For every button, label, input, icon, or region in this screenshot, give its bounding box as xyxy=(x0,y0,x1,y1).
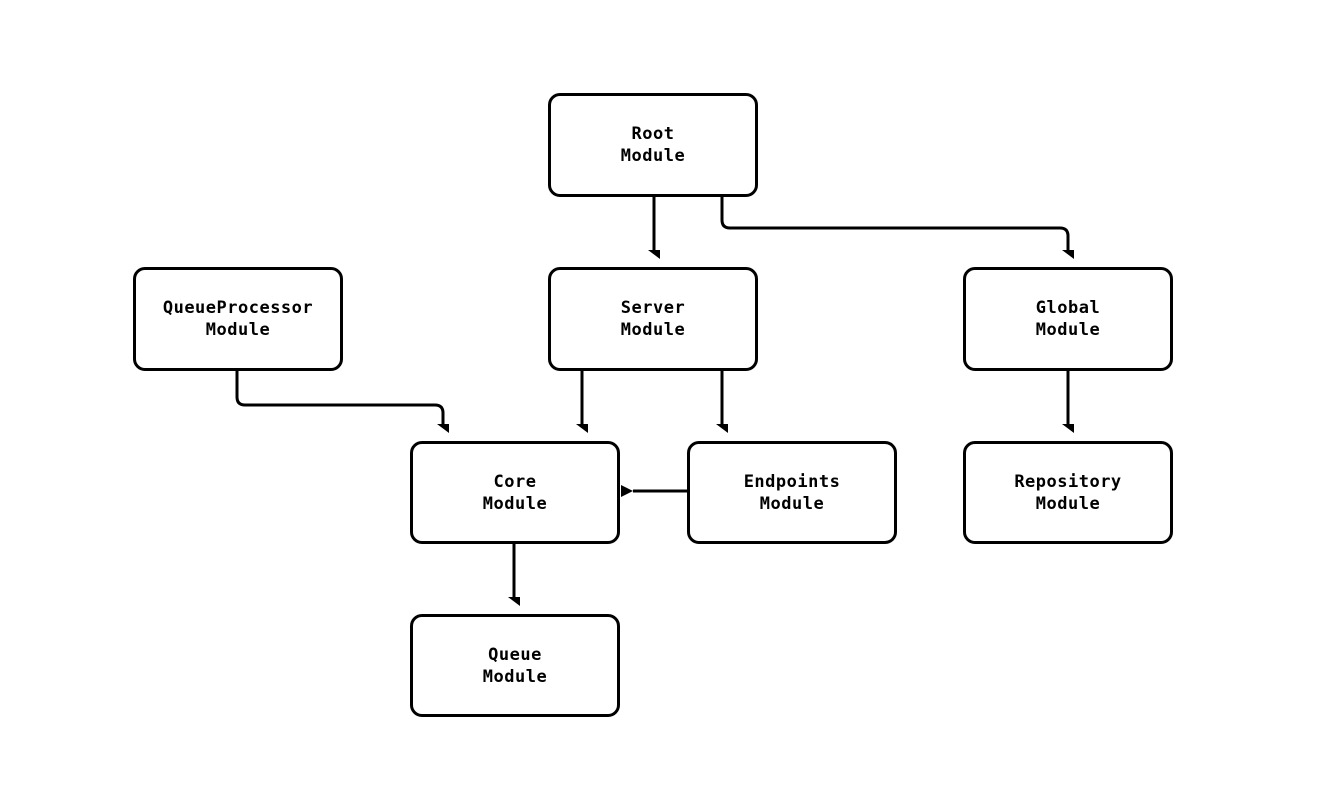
node-global-module-line2: Module xyxy=(1035,320,1101,340)
node-queueprocessor-module[interactable]: QueueProcessor Module xyxy=(133,267,343,371)
node-global-module-line1: Global xyxy=(1035,298,1101,318)
node-queueprocessor-module-line2: Module xyxy=(205,320,271,340)
node-server-module-line2: Module xyxy=(620,320,686,340)
node-root-module-line2: Module xyxy=(620,146,686,166)
node-server-module-line1: Server xyxy=(620,298,686,318)
node-endpoints-module-line1: Endpoints xyxy=(743,471,841,492)
edge-root-to-global xyxy=(720,197,1068,250)
node-core-module-line1: Core xyxy=(493,471,537,492)
edge-queueprocessor-to-core xyxy=(235,371,443,424)
node-queue-module[interactable]: Queue Module xyxy=(410,614,620,717)
node-repository-module-line1: Repository xyxy=(1014,471,1122,492)
node-global-module[interactable]: Global Module xyxy=(963,267,1173,371)
node-root-module[interactable]: Root Module xyxy=(548,93,758,197)
node-queue-module-line2: Module xyxy=(482,666,548,687)
node-queueprocessor-module-line1: QueueProcessor xyxy=(162,298,314,318)
node-queue-module-line1: Queue xyxy=(488,644,542,665)
node-repository-module-line2: Module xyxy=(1035,493,1101,514)
node-server-module[interactable]: Server Module xyxy=(548,267,758,371)
node-core-module-line2: Module xyxy=(482,493,548,514)
node-endpoints-module-line2: Module xyxy=(759,493,825,514)
node-core-module[interactable]: Core Module xyxy=(410,441,620,544)
node-endpoints-module[interactable]: Endpoints Module xyxy=(687,441,897,544)
node-repository-module[interactable]: Repository Module xyxy=(963,441,1173,544)
node-root-module-line1: Root xyxy=(631,124,675,144)
